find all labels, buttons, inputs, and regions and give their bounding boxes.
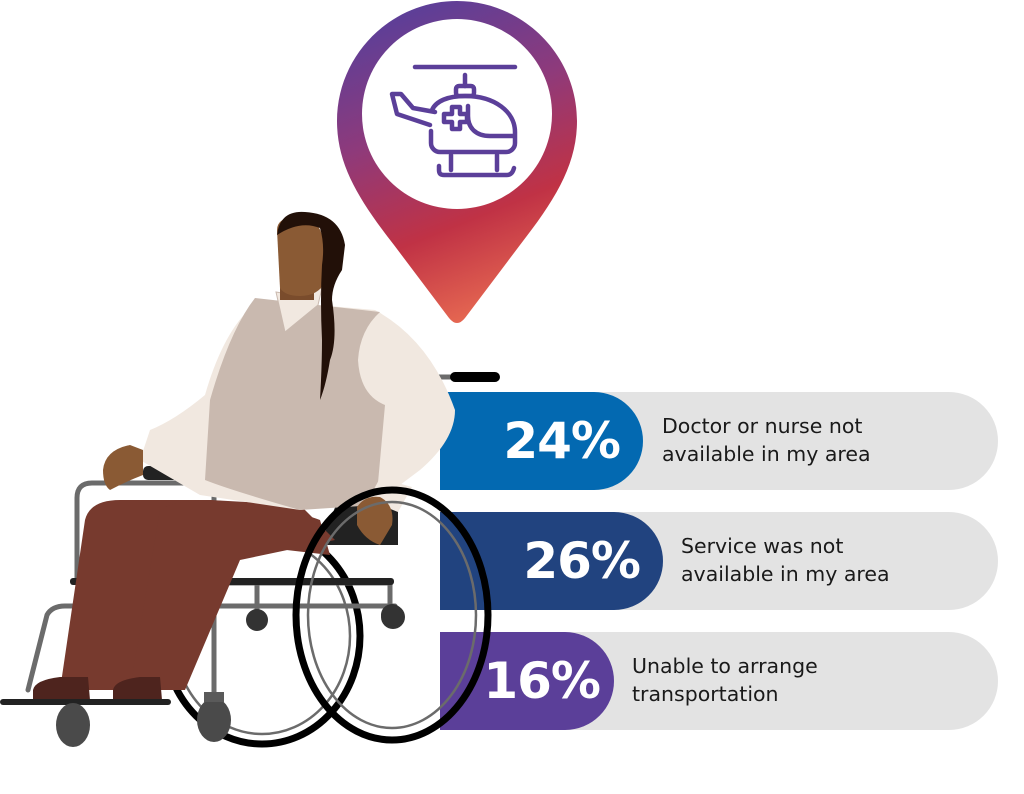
stat-label-2: Service was not available in my area xyxy=(681,532,890,588)
helicopter-icon xyxy=(389,64,518,178)
stat-pill-1 xyxy=(440,392,643,490)
stat-label-3: Unable to arrange transportation xyxy=(632,652,818,708)
stat-bar-3: 16% Unable to arrange transportation xyxy=(440,632,998,730)
stat-label-1: Doctor or nurse not available in my area xyxy=(662,412,871,468)
stat-value-2: 26% xyxy=(523,532,641,590)
stat-bar-2: 26% Service was not available in my area xyxy=(440,512,998,610)
stat-bar-1: 24% Doctor or nurse not available in my … xyxy=(440,392,998,490)
stat-label-2-line2: available in my area xyxy=(681,562,890,586)
stat-label-1-line1: Doctor or nurse not xyxy=(662,414,863,438)
stat-value-1: 24% xyxy=(503,412,621,470)
stat-label-1-line2: available in my area xyxy=(662,442,871,466)
stat-label-3-line1: Unable to arrange xyxy=(632,654,818,678)
stat-value-3: 16% xyxy=(483,652,601,710)
stat-label-3-line2: transportation xyxy=(632,682,779,706)
stat-label-2-line1: Service was not xyxy=(681,534,844,558)
